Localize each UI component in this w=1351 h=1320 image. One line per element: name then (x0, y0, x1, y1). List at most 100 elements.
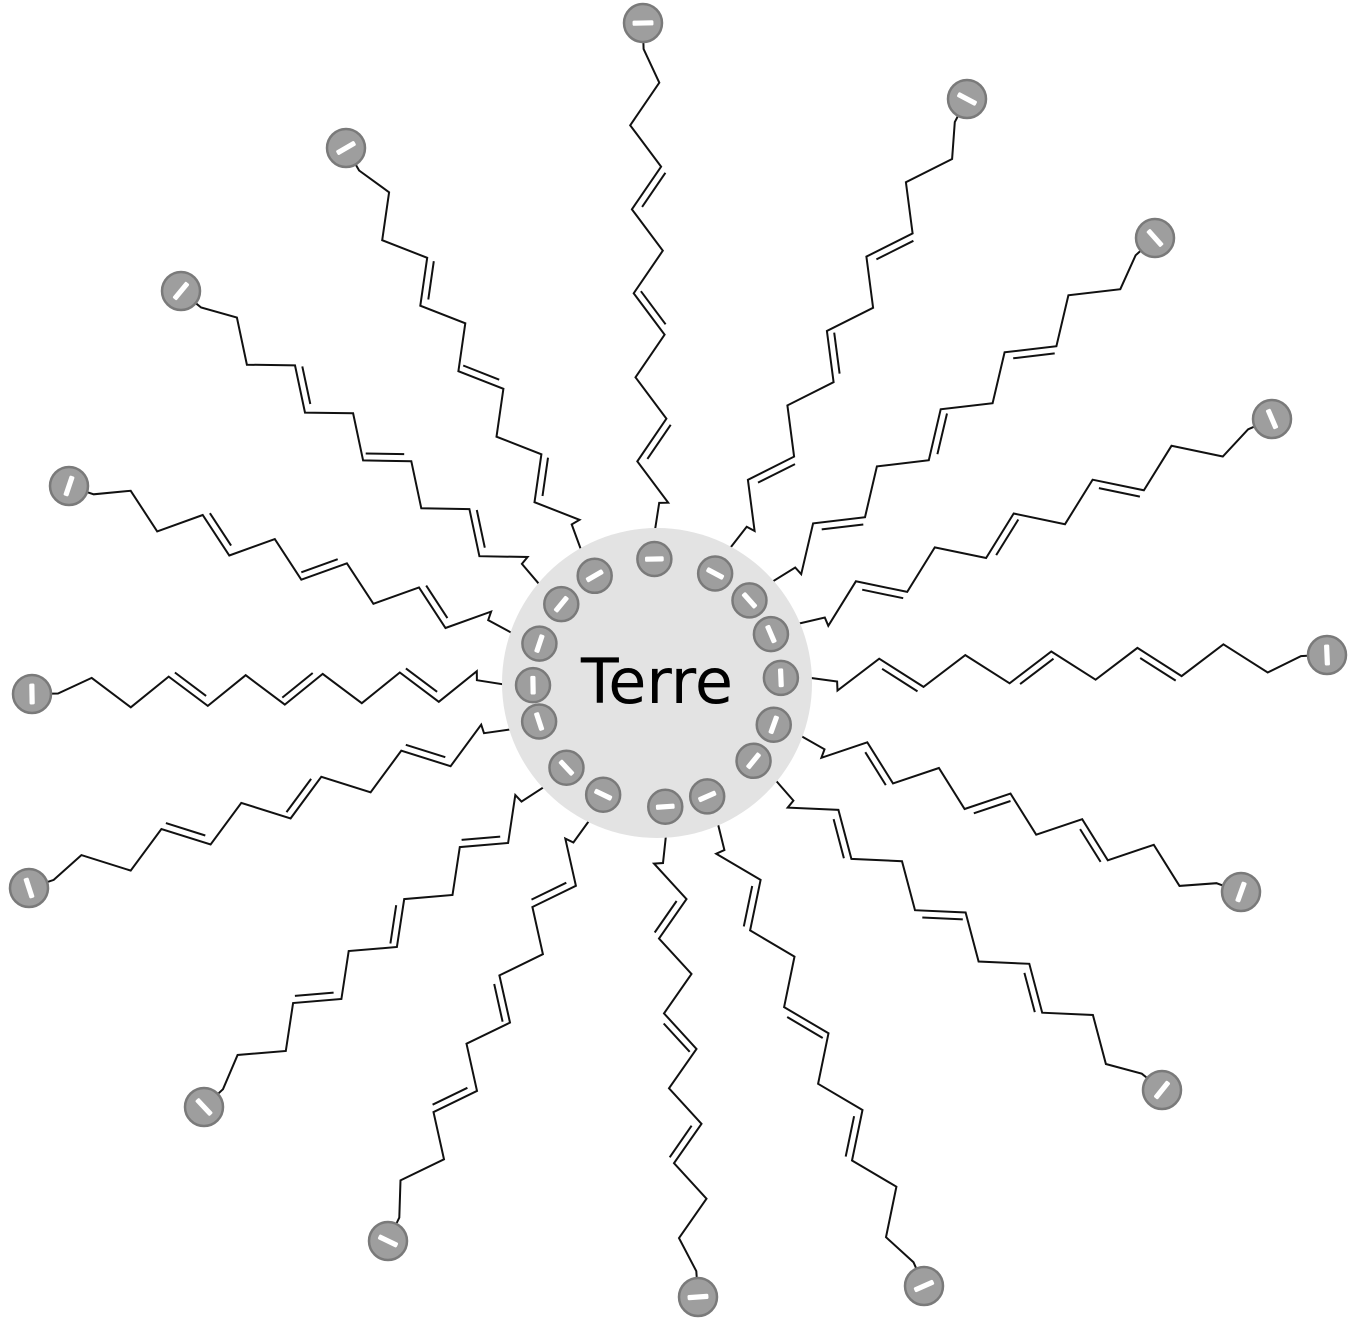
minus-sign-icon (741, 592, 758, 609)
inner-head-14 (521, 625, 558, 662)
double-bond-mark (1013, 352, 1055, 360)
minus-sign-icon (698, 790, 717, 803)
minus-sign-icon (585, 569, 604, 583)
double-bond-mark (973, 800, 1011, 815)
hydrocarbon-chain (802, 643, 1308, 693)
minus-sign-icon (687, 1293, 709, 1301)
minus-sign-icon (530, 675, 536, 695)
hydrocarbon-chain (87, 489, 520, 638)
hydrocarbon-chain (195, 302, 546, 591)
inner-head-7 (735, 742, 772, 780)
hydrocarbon-chain (790, 425, 1254, 628)
double-bond-mark (832, 818, 845, 859)
outer-head-9 (677, 1276, 719, 1318)
double-bond-mark (757, 463, 796, 484)
double-bond-mark (1079, 828, 1102, 863)
hydrocarbon-chain (51, 669, 512, 709)
hydrocarbon-chain (47, 722, 519, 883)
hydrocarbon-tails (47, 42, 1308, 1278)
inner-head-13 (514, 666, 552, 704)
outer-head-8 (903, 1265, 945, 1307)
inner-head-15 (543, 585, 580, 623)
minus-sign-icon (1265, 408, 1279, 430)
outer-head-6 (1220, 871, 1262, 913)
double-bond-mark (531, 881, 567, 901)
minus-sign-icon (534, 634, 545, 653)
double-bond-mark (786, 1016, 824, 1039)
minus-sign-icon (336, 141, 356, 155)
minus-sign-icon (1324, 644, 1330, 666)
double-bond-mark (742, 885, 754, 927)
outer-charged-heads (8, 2, 1348, 1318)
double-bond-mark (541, 457, 549, 497)
minus-sign-icon (957, 92, 977, 106)
double-bond-mark (301, 366, 312, 405)
hydrocarbon-chain (794, 731, 1223, 887)
outer-head-3 (1134, 217, 1176, 259)
double-bond-mark (864, 751, 887, 786)
double-bond-mark (389, 905, 398, 944)
inner-head-8 (688, 778, 726, 815)
double-bond-mark (461, 835, 501, 841)
minus-sign-icon (23, 877, 35, 899)
double-bond-mark (821, 523, 864, 531)
double-bond-mark (285, 778, 312, 813)
outer-head-5 (1306, 634, 1348, 676)
double-bond-mark (294, 991, 334, 997)
minus-sign-icon (172, 281, 190, 301)
minus-sign-icon (644, 556, 664, 562)
inner-head-4 (752, 615, 790, 653)
double-bond-mark (936, 413, 948, 455)
double-bond-mark (462, 364, 500, 381)
double-bond-mark (640, 290, 667, 325)
hydrocarbon-chain (395, 813, 595, 1224)
outer-head-10 (367, 1220, 409, 1262)
outer-head-12 (8, 867, 50, 909)
double-bond-mark (427, 261, 435, 300)
minus-sign-icon (777, 668, 784, 688)
double-bond-mark (653, 900, 678, 934)
hydrocarbon-chain (355, 164, 585, 558)
hydrocarbon-chain (217, 781, 551, 1095)
double-bond-mark (995, 518, 1020, 556)
minus-sign-icon (706, 567, 725, 580)
double-bond-mark (641, 172, 667, 208)
double-bond-mark (668, 1125, 693, 1158)
hydrocarbon-chain (765, 250, 1141, 587)
minus-sign-icon (746, 752, 761, 770)
minus-sign-icon (377, 1234, 399, 1248)
outer-head-14 (48, 465, 90, 507)
inner-head-2 (696, 555, 734, 592)
inner-head-6 (755, 706, 792, 744)
double-bond-mark (875, 239, 914, 261)
outer-head-15 (160, 270, 202, 312)
double-bond-mark (165, 822, 206, 837)
minus-sign-icon (1154, 1080, 1170, 1100)
outer-head-7 (1141, 1069, 1183, 1111)
double-bond-mark (209, 512, 232, 547)
minus-sign-icon (632, 20, 654, 26)
inner-head-11 (548, 749, 585, 786)
hydrocarbon-chain (628, 42, 671, 538)
double-bond-mark (844, 1115, 856, 1157)
inner-head-3 (731, 582, 768, 619)
minus-sign-icon (913, 1279, 935, 1293)
double-bond-mark (833, 332, 841, 374)
outer-head-4 (1251, 398, 1293, 440)
outer-head-16 (325, 127, 367, 169)
double-bond-mark (1139, 657, 1177, 682)
inner-head-10 (584, 776, 622, 813)
outer-head-2 (946, 78, 988, 120)
minus-sign-icon (558, 759, 575, 776)
double-bond-mark (405, 743, 446, 759)
minus-sign-icon (765, 624, 777, 644)
inner-head-5 (762, 659, 800, 697)
outer-head-11 (183, 1086, 225, 1128)
inner-head-9 (647, 788, 684, 825)
double-bond-mark (662, 1022, 691, 1053)
minus-sign-icon (63, 475, 75, 497)
minus-sign-icon (594, 788, 613, 801)
minus-sign-icon (655, 803, 675, 810)
double-bond-mark (1098, 487, 1141, 498)
